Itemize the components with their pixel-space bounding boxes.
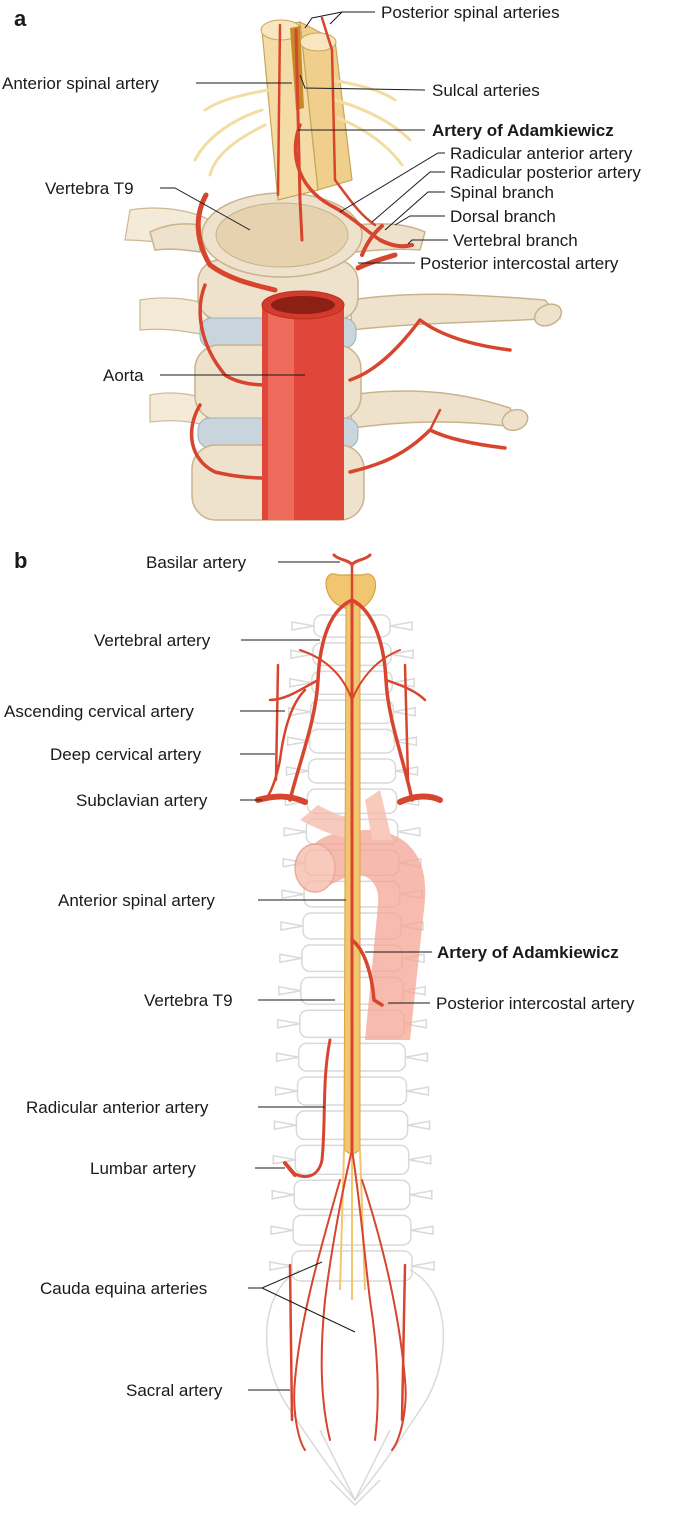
ghost-transverse-process <box>397 826 421 837</box>
panel-b: b <box>4 548 635 1507</box>
leader-lines-panel-b <box>240 561 432 1391</box>
ghost-transverse-process <box>287 706 311 717</box>
label-vertebral-branch: Vertebral branch <box>453 231 578 250</box>
aorta-illustration <box>261 290 345 520</box>
label-subclavian-artery: Subclavian artery <box>76 791 208 810</box>
ghost-transverse-process <box>269 1261 293 1271</box>
panel-a-letter: a <box>14 6 27 31</box>
label-vertebral-artery: Vertebral artery <box>94 631 211 650</box>
label-deep-cervical-artery: Deep cervical artery <box>50 745 202 764</box>
ghost-transverse-process <box>390 649 414 660</box>
ghost-transverse-process <box>281 889 305 900</box>
panel-a: a <box>2 3 641 521</box>
ghost-transverse-process <box>279 953 303 964</box>
label-posterior-intercostal-artery: Posterior intercostal artery <box>420 254 619 273</box>
ghost-transverse-process <box>392 677 415 688</box>
label-artery-of-adamkiewicz: Artery of Adamkiewicz <box>432 121 614 140</box>
label-vertebra-t9: Vertebra T9 <box>45 179 134 198</box>
ghost-transverse-process <box>270 1225 294 1236</box>
ghost-transverse-process <box>291 621 315 631</box>
ghost-transverse-process <box>410 1225 434 1236</box>
label-posterior-intercostal-artery-b: Posterior intercostal artery <box>436 994 635 1013</box>
ghost-transverse-process <box>282 857 306 868</box>
ghost-transverse-process <box>278 985 301 996</box>
label-artery-of-adamkiewicz-b: Artery of Adamkiewicz <box>437 943 619 962</box>
ghost-transverse-process <box>405 1052 429 1063</box>
label-radicular-posterior-artery: Radicular posterior artery <box>450 163 641 182</box>
label-aorta: Aorta <box>103 366 144 385</box>
arteries-panel-b <box>255 553 443 1451</box>
ghost-transverse-process <box>289 677 312 688</box>
label-vertebra-t9-b: Vertebra T9 <box>144 991 233 1010</box>
label-radicular-anterior-artery: Radicular anterior artery <box>450 144 633 163</box>
ghost-transverse-process <box>407 1120 431 1131</box>
ghost-transverse-process <box>275 1052 299 1063</box>
ghost-transverse-process <box>389 621 413 631</box>
label-sacral-artery: Sacral artery <box>126 1381 223 1400</box>
label-cauda-equina-arteries: Cauda equina arteries <box>40 1279 207 1298</box>
ghost-transverse-process <box>280 921 304 931</box>
ghost-transverse-process <box>394 736 418 747</box>
label-anterior-spinal-artery: Anterior spinal artery <box>2 74 159 93</box>
ghost-transverse-process <box>276 1018 300 1029</box>
ghost-transverse-process <box>286 736 310 747</box>
label-posterior-spinal-arteries: Posterior spinal arteries <box>381 3 560 22</box>
ghost-transverse-process <box>409 1189 433 1200</box>
label-dorsal-branch: Dorsal branch <box>450 207 556 226</box>
ghost-transverse-process <box>411 1261 435 1271</box>
ghost-transverse-process <box>271 1189 295 1200</box>
leader-lines-panel-a <box>160 11 448 376</box>
label-anterior-spinal-artery-b: Anterior spinal artery <box>58 891 215 910</box>
label-lumbar-artery: Lumbar artery <box>90 1159 196 1178</box>
ghost-transverse-process <box>404 1018 428 1029</box>
arteries-panel-a <box>189 16 512 480</box>
ghost-transverse-process <box>290 649 314 660</box>
ghost-transverse-process <box>406 1086 430 1096</box>
ghost-transverse-process <box>273 1120 297 1131</box>
spinal-cord-segment-illustration <box>193 19 412 201</box>
panel-b-letter: b <box>14 548 27 573</box>
ghost-transverse-process <box>283 826 307 837</box>
label-spinal-branch: Spinal branch <box>450 183 554 202</box>
ghost-transverse-process <box>393 706 417 717</box>
label-sulcal-arteries: Sulcal arteries <box>432 81 540 100</box>
label-basilar-artery: Basilar artery <box>146 553 247 572</box>
label-radicular-anterior-artery-b: Radicular anterior artery <box>26 1098 209 1117</box>
ghost-transverse-process <box>408 1154 432 1165</box>
label-ascending-cervical-artery: Ascending cervical artery <box>4 702 194 721</box>
ghost-transverse-process <box>274 1086 298 1096</box>
